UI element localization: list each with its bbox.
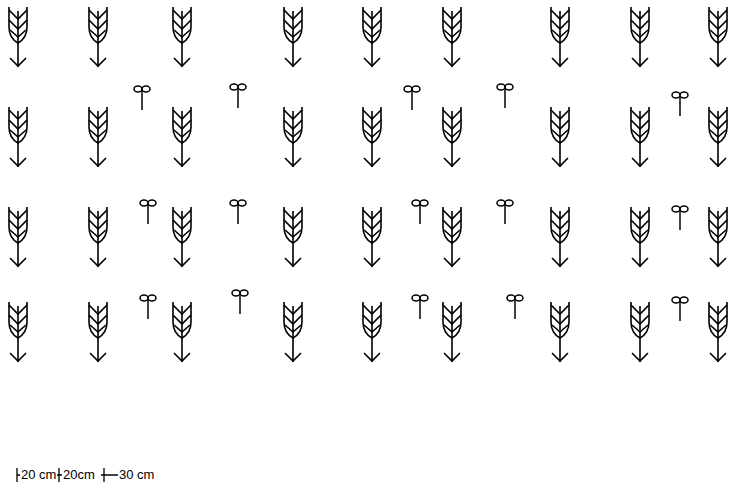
dimension-label: 30 cm [118,468,155,482]
wheat-rows [9,7,727,362]
sprout-rows [134,84,688,321]
dimension-label: 20cm [62,468,96,482]
dimension-label: 20 cm [20,468,57,482]
